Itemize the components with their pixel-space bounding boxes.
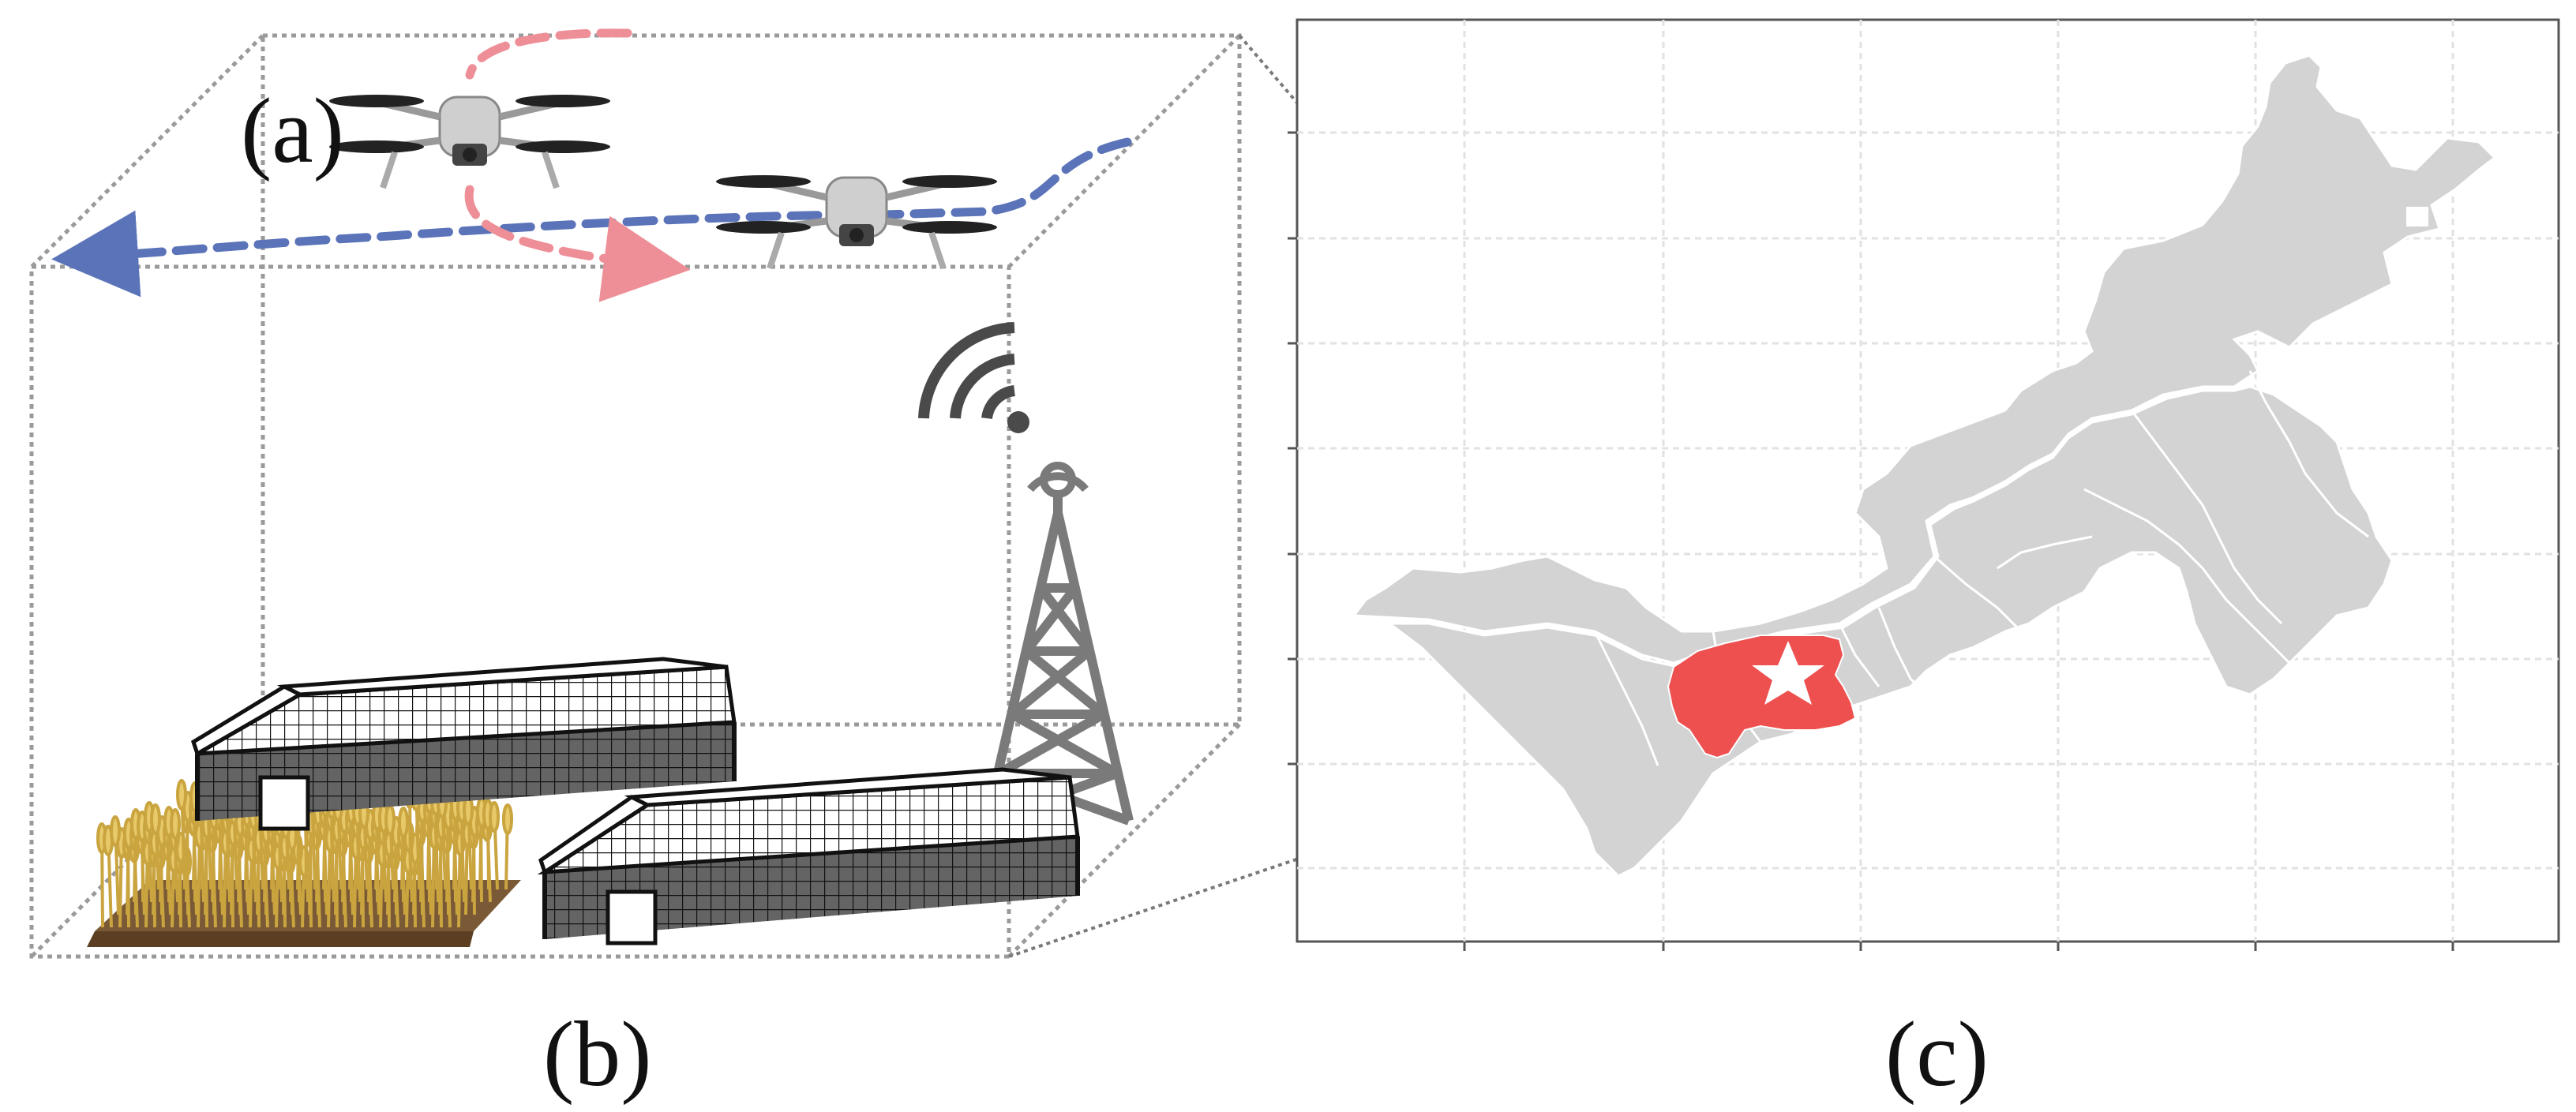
wheat-ear [176, 779, 187, 811]
flight-path-pink [464, 28, 647, 264]
map-panel [1288, 18, 2560, 951]
greenhouse-1-door [258, 775, 310, 831]
drone-icon [716, 175, 997, 270]
wheat-ear [170, 808, 181, 840]
wheat-ear [384, 804, 396, 836]
map-lake [2406, 207, 2428, 227]
wheat-ear [502, 803, 513, 835]
wheat-ear [150, 803, 161, 835]
wheat-ear [398, 807, 409, 838]
box-edge-top-right [1007, 34, 1241, 268]
panel-label-b: (b) [543, 1002, 652, 1106]
wifi-signal-icon [918, 322, 1029, 433]
map-ticks [1288, 131, 2454, 951]
box-back-face [261, 33, 1242, 727]
drone-1-body [329, 95, 610, 189]
wheat-ear [489, 801, 500, 833]
greenhouse-2-door [606, 889, 658, 945]
soil-bed-front [87, 931, 474, 947]
box-edge-top-left [30, 34, 264, 268]
drone-icon [329, 95, 610, 189]
panel-label-a: (a) [241, 79, 344, 182]
drone-2-body [716, 175, 997, 270]
box-edge-bottom-right [1007, 723, 1241, 958]
radio-tower-icon [982, 462, 1134, 826]
wheat-ear [110, 815, 121, 847]
panel-label-c: (c) [1885, 1002, 1989, 1106]
greenhouse-icon [190, 657, 737, 831]
flight-paths [51, 28, 1132, 264]
star-icon [1752, 641, 1824, 705]
greenhouse-icon [537, 767, 1080, 945]
